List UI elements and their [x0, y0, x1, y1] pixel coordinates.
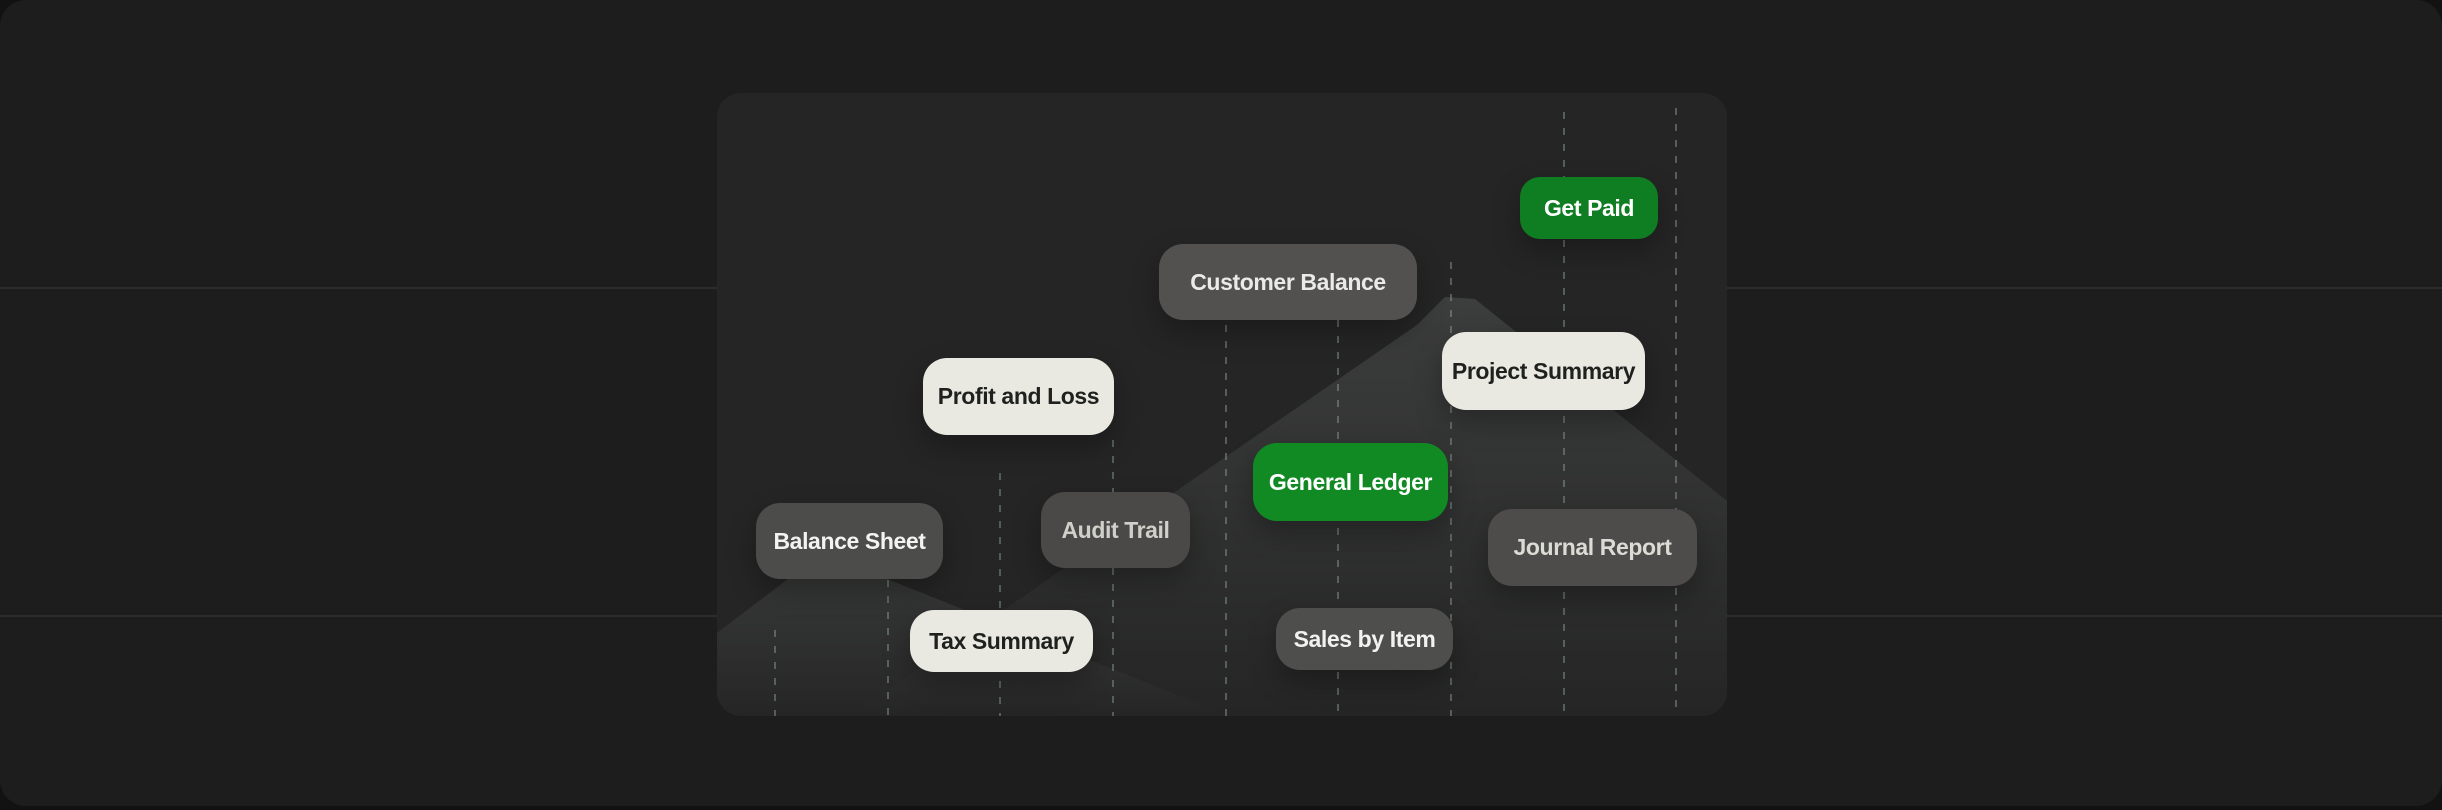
- pill-project-summary[interactable]: Project Summary: [1442, 332, 1645, 410]
- pill-label: Tax Summary: [929, 627, 1074, 654]
- dashed-grid-line: [999, 473, 1001, 716]
- pill-tax-summary[interactable]: Tax Summary: [910, 610, 1093, 672]
- pill-label: Project Summary: [1451, 357, 1636, 384]
- pill-label: Journal Report: [1513, 534, 1672, 560]
- pill-audit-trail[interactable]: Audit Trail: [1041, 492, 1190, 568]
- pill-label: Sales by Item: [1293, 625, 1436, 652]
- dashed-grid-line: [1675, 108, 1677, 716]
- pill-label: Get Paid: [1543, 194, 1635, 221]
- dashed-grid-line: [774, 630, 776, 716]
- pill-label: Audit Trail: [1061, 516, 1170, 543]
- pill-label: Profit and Loss: [937, 383, 1100, 409]
- pill-sales-by-item[interactable]: Sales by Item: [1276, 608, 1453, 670]
- pill-customer-balance[interactable]: Customer Balance: [1159, 244, 1417, 320]
- dashed-grid-line: [1225, 325, 1227, 716]
- dashed-grid-line: [1563, 112, 1565, 716]
- pill-label: Balance Sheet: [773, 527, 926, 554]
- pill-balance-sheet[interactable]: Balance Sheet: [756, 503, 943, 579]
- pill-label: General Ledger: [1268, 468, 1433, 495]
- pill-get-paid[interactable]: Get Paid: [1520, 177, 1658, 239]
- dashed-grid-line: [1112, 440, 1114, 716]
- pill-label: Customer Balance: [1190, 268, 1386, 295]
- pill-profit-and-loss[interactable]: Profit and Loss: [923, 358, 1114, 435]
- pill-journal-report[interactable]: Journal Report: [1488, 509, 1697, 586]
- dashed-grid-line: [1450, 262, 1452, 716]
- pill-general-ledger[interactable]: General Ledger: [1253, 443, 1448, 521]
- dashed-grid-line: [887, 580, 889, 716]
